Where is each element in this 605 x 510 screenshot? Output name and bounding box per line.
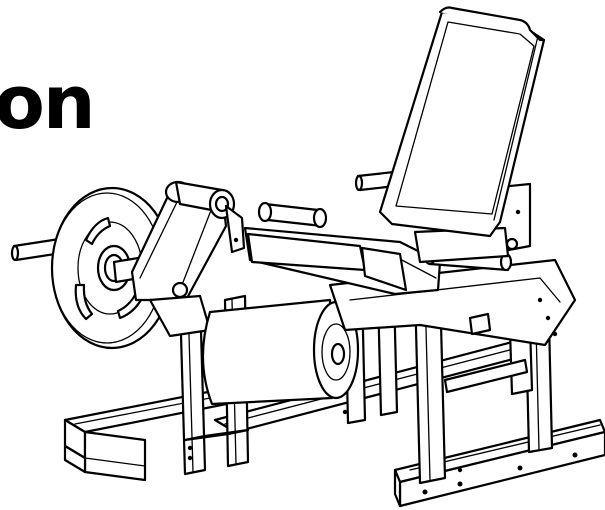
backrest-pad [378,6,546,238]
leg-roller-pad [201,298,360,406]
title-fragment: on [0,60,96,146]
seat-pad [243,201,442,296]
lever-arm [130,180,246,338]
